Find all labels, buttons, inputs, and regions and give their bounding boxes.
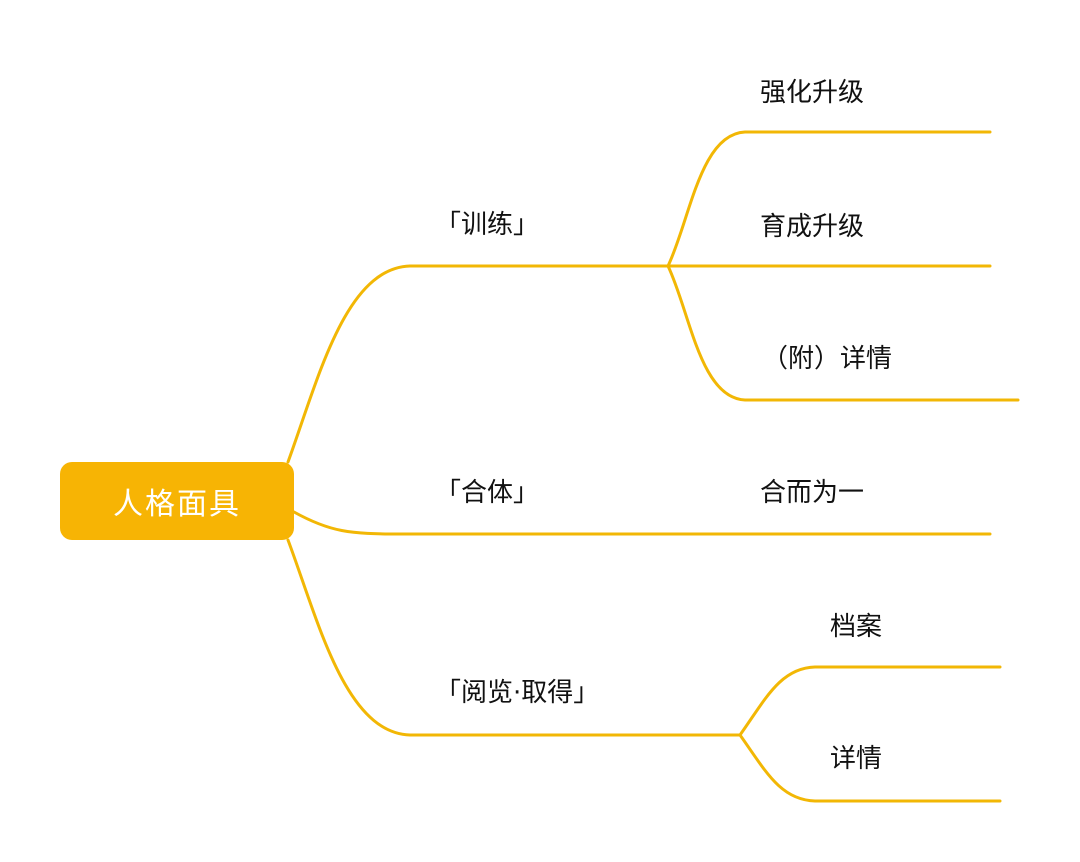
root-node: 人格面具	[60, 462, 294, 540]
leaf-label-details: 详情	[830, 744, 883, 774]
connector-browse-to-details	[738, 733, 1002, 803]
root-node-label: 人格面具	[113, 487, 241, 522]
leaf-label-appendix-details: （附）详情	[762, 344, 893, 374]
connector-root-to-training	[286, 264, 670, 464]
connector-browse-to-archive	[738, 665, 1002, 737]
connector-root-to-fusion	[292, 510, 992, 536]
branch-label-browse-obtain: 「阅览·取得」	[435, 678, 600, 708]
connector-training-to-details	[666, 264, 1020, 402]
leaf-label-merge-into-one: 合而为一	[760, 478, 865, 508]
branch-label-training: 「训练」	[435, 210, 540, 240]
branch-label-fusion: 「合体」	[435, 478, 540, 508]
connector-training-to-enhance	[666, 130, 992, 268]
connector-root-to-browse	[286, 538, 742, 737]
leaf-label-archive: 档案	[830, 612, 883, 642]
leaf-label-enhance-upgrade: 强化升级	[760, 78, 865, 108]
leaf-label-growth-upgrade: 育成升级	[760, 212, 865, 242]
